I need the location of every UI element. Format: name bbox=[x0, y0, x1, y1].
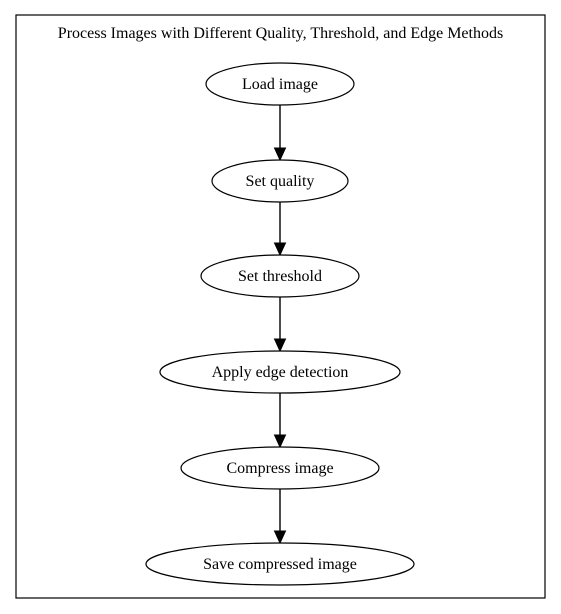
node-ellipse bbox=[200, 254, 360, 298]
diagram-title: Process Images with Different Quality, T… bbox=[58, 25, 503, 42]
edges-layer bbox=[273, 105, 287, 545]
edge-threshold-to-edge bbox=[273, 297, 287, 353]
node-compress-image: Compress image bbox=[180, 446, 380, 490]
node-label: Set quality bbox=[246, 173, 315, 190]
node-label: Save compressed image bbox=[203, 556, 357, 573]
node-label: Set threshold bbox=[238, 268, 322, 285]
cluster-frame bbox=[15, 14, 546, 599]
edge-edge-to-compress bbox=[273, 393, 287, 449]
node-ellipse bbox=[211, 159, 349, 203]
node-ellipse bbox=[180, 446, 380, 490]
node-label: Apply edge detection bbox=[212, 364, 349, 381]
node-label: Load image bbox=[242, 76, 318, 93]
edge-compress-to-save bbox=[273, 489, 287, 545]
node-load-image: Load image bbox=[205, 62, 355, 106]
arrowhead-icon bbox=[273, 338, 287, 353]
node-apply-edge-detection: Apply edge detection bbox=[159, 350, 401, 394]
node-ellipse bbox=[145, 542, 415, 586]
arrowhead-icon bbox=[273, 147, 287, 162]
edge-load-to-quality bbox=[273, 105, 287, 162]
node-set-quality: Set quality bbox=[211, 159, 349, 203]
edge-quality-to-threshold bbox=[273, 202, 287, 257]
node-ellipse bbox=[205, 62, 355, 106]
arrowhead-icon bbox=[273, 242, 287, 257]
arrowhead-icon bbox=[273, 434, 287, 449]
node-set-threshold: Set threshold bbox=[200, 254, 360, 298]
node-save-compressed-image: Save compressed image bbox=[145, 542, 415, 586]
node-label: Compress image bbox=[226, 460, 333, 477]
node-ellipse bbox=[159, 350, 401, 394]
arrowhead-icon bbox=[273, 530, 287, 545]
